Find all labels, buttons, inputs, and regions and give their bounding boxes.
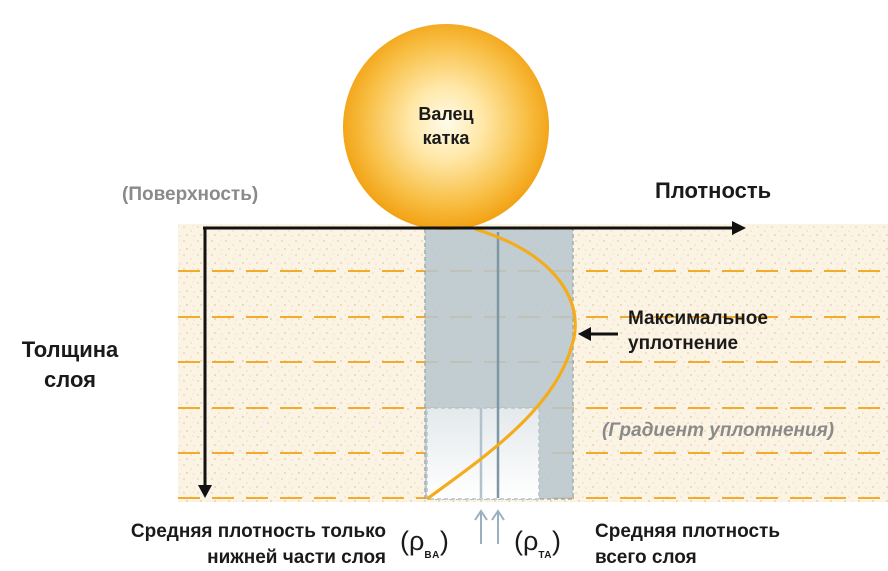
- density-curve: [426, 227, 577, 501]
- rho-ta-close: ): [551, 526, 561, 556]
- thickness-axis-arrow-icon: [198, 485, 212, 498]
- rho-up-arrows: [474, 509, 505, 544]
- avg-total-label: Средняя плотность всего слоя: [595, 521, 780, 568]
- rho-ba-close: ): [439, 526, 449, 556]
- rho-ba-sub: BA: [424, 550, 440, 561]
- density-axis-label: Плотность: [655, 178, 772, 203]
- rho-ta-sub: TA: [538, 550, 552, 561]
- max-compaction-label: Максимальное уплотнение: [628, 308, 768, 354]
- avg-lower-label: Средняя плотность только нижней части сл…: [130, 521, 386, 568]
- roller-drum: [343, 24, 549, 230]
- gradient-label: (Градиент уплотнения): [602, 420, 835, 441]
- density-axis-arrow-icon: [732, 221, 746, 235]
- rho-ba-open: (ρ: [400, 526, 425, 556]
- thickness-axis-label: Толщина слоя: [21, 337, 119, 392]
- rho-ta-symbol: (ρTA): [514, 526, 561, 561]
- roller-label: Валец катка: [418, 104, 474, 148]
- rho-ba-symbol: (ρBA): [400, 526, 449, 561]
- max-pointer-arrow-icon: [578, 327, 591, 341]
- surface-label: (Поверхность): [122, 184, 259, 205]
- rho-ta-open: (ρ: [514, 526, 539, 556]
